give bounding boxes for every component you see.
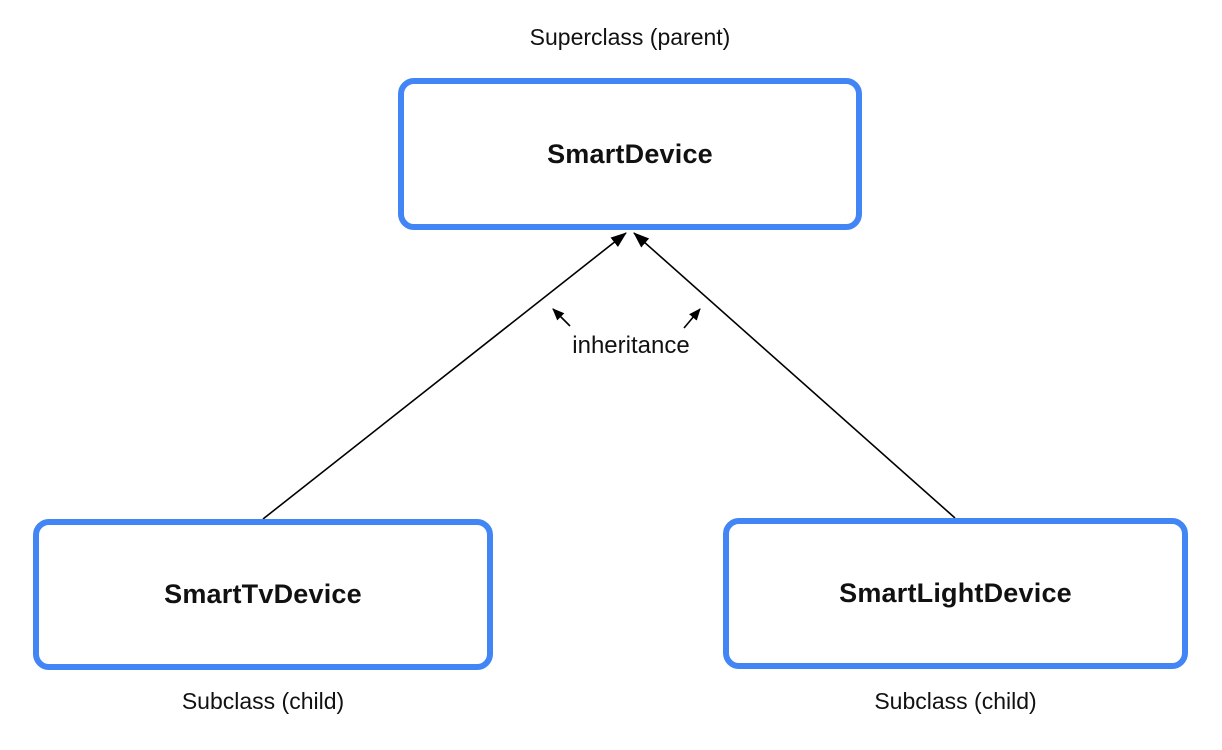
inheritance-edge-label: inheritance bbox=[572, 332, 690, 359]
edge-label-pointer-left bbox=[552, 308, 571, 327]
child-class-box-smartlightdevice: SmartLightDevice bbox=[723, 518, 1188, 669]
subclass-caption-right: Subclass (child) bbox=[874, 688, 1037, 714]
edge-label-pointer-right bbox=[683, 308, 701, 329]
superclass-caption: Superclass (parent) bbox=[529, 24, 731, 50]
subclass-caption-left: Subclass (child) bbox=[181, 688, 345, 714]
child-class-box-smarttvdevice: SmartTvDevice bbox=[33, 519, 493, 670]
child-class-label: SmartLightDevice bbox=[839, 578, 1072, 608]
child-class-label: SmartTvDevice bbox=[164, 579, 362, 609]
parent-class-label: SmartDevice bbox=[547, 138, 713, 169]
inheritance-arrow-left bbox=[262, 232, 627, 520]
inheritance-arrow-right bbox=[633, 232, 956, 519]
parent-class-box: SmartDevice bbox=[398, 78, 862, 230]
